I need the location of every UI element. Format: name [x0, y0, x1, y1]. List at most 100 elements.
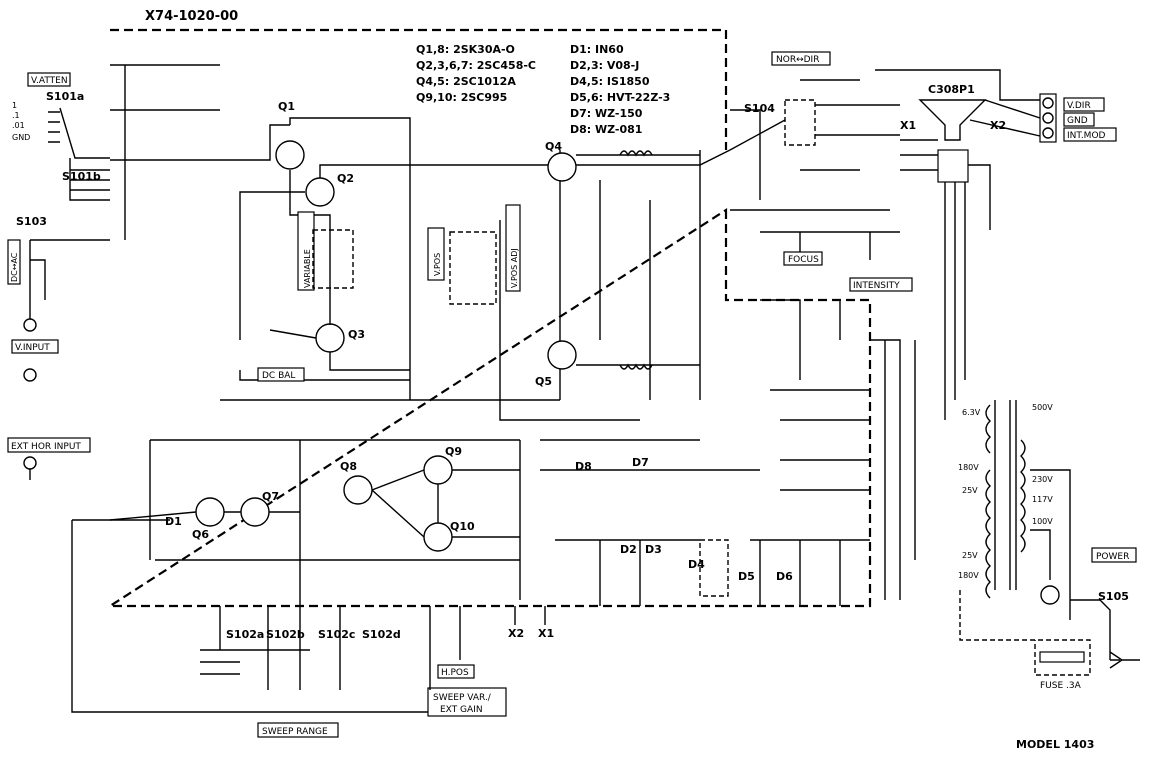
intensity-label: INTENSITY	[853, 281, 900, 291]
inductor-l2	[619, 363, 653, 370]
tap-230v: 230V	[1032, 475, 1053, 484]
legend-q2: Q2,3,6,7: 2SC458-C	[416, 59, 536, 72]
tap-180v-a: 180V	[958, 463, 979, 472]
output-x2-lower: X2	[508, 627, 524, 640]
transistor-q6	[195, 497, 225, 527]
diode-d6-label: D6	[776, 570, 793, 583]
transistor-q3-label: Q3	[348, 328, 365, 341]
tap-117v: 117V	[1032, 495, 1053, 504]
atten-pos-001: .01	[12, 121, 25, 130]
switch-s102b: S102b	[266, 628, 305, 641]
transistor-q7-label: Q7	[262, 490, 279, 503]
tap-180v-b: 180V	[958, 571, 979, 580]
gnd-label-box	[1063, 112, 1095, 127]
diode-d2-label: D2	[620, 543, 637, 556]
output-x1-crt: X1	[900, 119, 916, 132]
int-mod-label: INT.MOD	[1067, 131, 1106, 141]
output-leads	[514, 606, 546, 625]
sweep-range-label: SWEEP RANGE	[262, 727, 328, 737]
crt-deflection-wiring	[875, 69, 1041, 137]
gnd-terminal[interactable]	[1042, 112, 1054, 124]
ac-plug-icon	[1109, 651, 1140, 669]
nor-dir-label: NOR↔DIR	[776, 55, 819, 65]
transistor-q2	[305, 177, 335, 207]
focus-label: FOCUS	[788, 255, 819, 265]
transistor-q9-label: Q9	[445, 445, 462, 458]
tap-25v-a: 25V	[962, 486, 978, 495]
transformer-tap-labels: 6.3V 500V 180V 25V 230V 117V 100V 25V 18…	[958, 403, 1053, 580]
legend-q9: Q9,10: 2SC995	[416, 91, 507, 104]
power-label-box	[1091, 547, 1137, 563]
transistor-q3	[315, 323, 345, 353]
legend-d5: D5,6: HVT-22Z-3	[570, 91, 670, 104]
transistor-q8	[343, 475, 373, 505]
switch-s105: S105	[1098, 590, 1129, 603]
transistor-q4-label: Q4	[545, 140, 562, 153]
crt-label: C308P1	[928, 83, 975, 96]
atten-pos-gnd: GND	[12, 133, 30, 142]
power-switch-wiring	[1070, 599, 1120, 661]
v-dir-label: V.DIR	[1067, 101, 1091, 111]
power-supply-wiring	[540, 439, 760, 606]
attenuator-switch-wiring	[48, 107, 110, 159]
transformer-secondary	[985, 404, 991, 599]
sweep-var-label: SWEEP VAR./	[433, 693, 492, 703]
vertical-output-wiring	[499, 150, 701, 421]
atten-rail	[110, 64, 220, 240]
legend-d2: D2,3: V08-J	[570, 59, 639, 72]
sweep-wiring	[109, 440, 521, 606]
variable-label: VARIABLE	[303, 249, 312, 288]
dc-bal-label-box	[257, 367, 305, 382]
int-mod-terminal[interactable]	[1042, 127, 1054, 139]
attenuator-positions: 1 .1 .01 GND	[12, 101, 30, 142]
diode-d5-label: D5	[738, 570, 755, 583]
legend-d4: D4,5: IS1850	[570, 75, 650, 88]
connector-rail	[870, 339, 916, 600]
switch-s103: S103	[16, 215, 47, 228]
vr101-box	[312, 229, 354, 289]
v-input-label-box	[11, 339, 59, 354]
diode-d1-label: D1	[165, 515, 182, 528]
s104-wiring	[729, 79, 900, 200]
v-input-jack[interactable]	[23, 318, 37, 332]
gnd-label: GND	[1067, 116, 1088, 126]
transistor-q10	[423, 522, 453, 552]
v-input-gnd-jack[interactable]	[23, 368, 37, 382]
transistor-q2-label: Q2	[337, 172, 354, 185]
nor-dir-label-box	[771, 51, 831, 66]
s101b-wiring	[69, 158, 110, 201]
crt-tube	[918, 99, 987, 141]
transistor-q10-label: Q10	[450, 520, 475, 533]
switch-s102d: S102d	[362, 628, 401, 641]
diode-legend: D1: IN60 D2,3: V08-J D4,5: IS1850 D5,6: …	[570, 43, 670, 136]
switch-s101a: S101a	[46, 90, 84, 103]
legend-d8: D8: WZ-081	[570, 123, 642, 136]
neon-lamp-n101	[1040, 585, 1060, 605]
v-dir-label-box	[1063, 97, 1105, 112]
h-pos-label-box	[437, 664, 475, 679]
ext-hor-input-label: EXT HOR INPUT	[11, 442, 81, 452]
preamp-input-wire	[110, 117, 411, 400]
v-dir-terminal[interactable]	[1042, 97, 1054, 109]
divider-resistor-chain	[770, 389, 870, 491]
board-title: X74-1020-00	[145, 9, 238, 24]
switch-s102c: S102c	[318, 628, 355, 641]
tap-25v-b: 25V	[962, 551, 978, 560]
diode-d8-label: D8	[575, 460, 592, 473]
ext-hor-input-label-box	[7, 437, 91, 453]
h-pos-wiring	[429, 606, 461, 690]
v-input-label: V.INPUT	[15, 343, 50, 353]
ext-hor-input-jack[interactable]	[23, 456, 37, 470]
transistor-q5	[547, 340, 577, 370]
legend-d7: D7: WZ-150	[570, 107, 643, 120]
transistor-q1	[275, 140, 305, 170]
legend-d1: D1: IN60	[570, 43, 624, 56]
dc-ac-wiring	[29, 239, 110, 320]
transistor-q1-label: Q1	[278, 100, 295, 113]
switch-s101b: S101b	[62, 170, 101, 183]
transistor-q4	[547, 152, 577, 182]
v-atten-label: V.ATTEN	[31, 76, 68, 86]
power-label: POWER	[1096, 552, 1129, 562]
board-outline	[106, 28, 872, 608]
vr102-box	[449, 231, 497, 305]
